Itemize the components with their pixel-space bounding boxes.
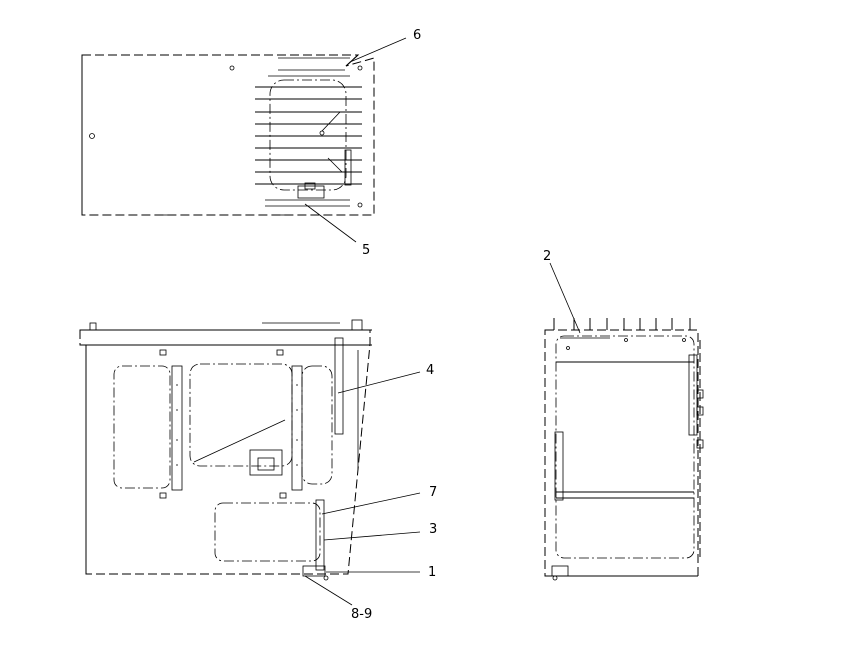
callout-1: 1 xyxy=(428,565,436,580)
end-view xyxy=(544,318,704,581)
callout-5: 5 xyxy=(362,243,370,258)
side-window-right xyxy=(301,365,333,485)
callout-3: 3 xyxy=(429,522,437,537)
side-window-center xyxy=(189,363,293,467)
part-7-post xyxy=(315,499,325,571)
callout-4: 4 xyxy=(426,363,434,378)
side-window-lower xyxy=(214,502,321,562)
leader-lines xyxy=(304,37,581,606)
top-view xyxy=(81,54,375,216)
callout-7: 7 xyxy=(429,485,437,500)
callouts: 6 5 2 4 7 3 1 8-9 xyxy=(351,28,551,622)
callout-2: 2 xyxy=(543,249,551,264)
side-window-left xyxy=(113,365,171,489)
callout-8-9: 8-9 xyxy=(351,607,372,622)
callout-6: 6 xyxy=(413,28,421,43)
part-4-post xyxy=(334,337,344,435)
side-view xyxy=(79,319,372,581)
roof-grille xyxy=(255,86,362,185)
